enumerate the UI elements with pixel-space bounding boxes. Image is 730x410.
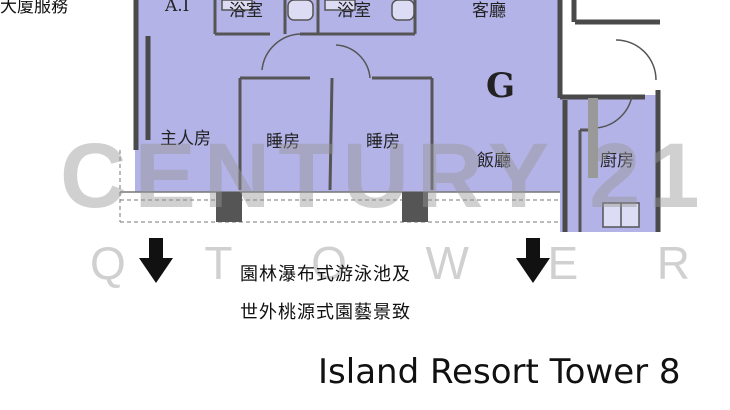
watermark-letter: T [204, 237, 233, 289]
building-title: Island Resort Tower 8 [318, 352, 681, 392]
room-label-master-bedroom: 主人房 [160, 129, 211, 149]
room-label-bath-1: 浴室 [229, 1, 263, 21]
unit-letter: G [486, 66, 516, 106]
watermark-sub: Q T O W E R [90, 240, 690, 286]
bath-fixtures [221, 0, 415, 21]
kitchen-sink [602, 202, 640, 228]
room-label-bath-2: 浴室 [337, 1, 371, 21]
corner-text: 大廈服務 [0, 0, 68, 17]
room-label-kitchen: 廚房 [600, 151, 634, 171]
caption-line-1: 園林瀑布式游泳池及 [240, 264, 411, 285]
direction-arrows [139, 238, 550, 283]
arrow-left [139, 238, 173, 283]
floor-area [135, 0, 590, 232]
watermark-logo: CENTURY 21 [60, 125, 708, 227]
room-label-dining: 飯廳 [477, 151, 511, 171]
room-label-living: 客廳 [472, 1, 506, 21]
room-label-bedroom-2: 睡房 [366, 132, 400, 152]
room-label-top-left: A.I [165, 0, 190, 16]
watermark-letter: E [547, 237, 579, 289]
watermark-letter: Q [90, 237, 126, 289]
arrow-right [516, 238, 550, 283]
hall-opening [575, 22, 660, 92]
balcony-edge [119, 98, 598, 223]
watermark-letter: W [425, 237, 469, 289]
watermark-letter: R [656, 237, 690, 289]
caption-line-2: 世外桃源式園藝景致 [240, 302, 411, 323]
room-label-bedroom-1: 睡房 [266, 132, 300, 152]
door-swings [261, 33, 657, 129]
walls [133, 0, 661, 232]
interior-walls [213, 0, 590, 232]
watermark-letter: O [311, 237, 347, 289]
